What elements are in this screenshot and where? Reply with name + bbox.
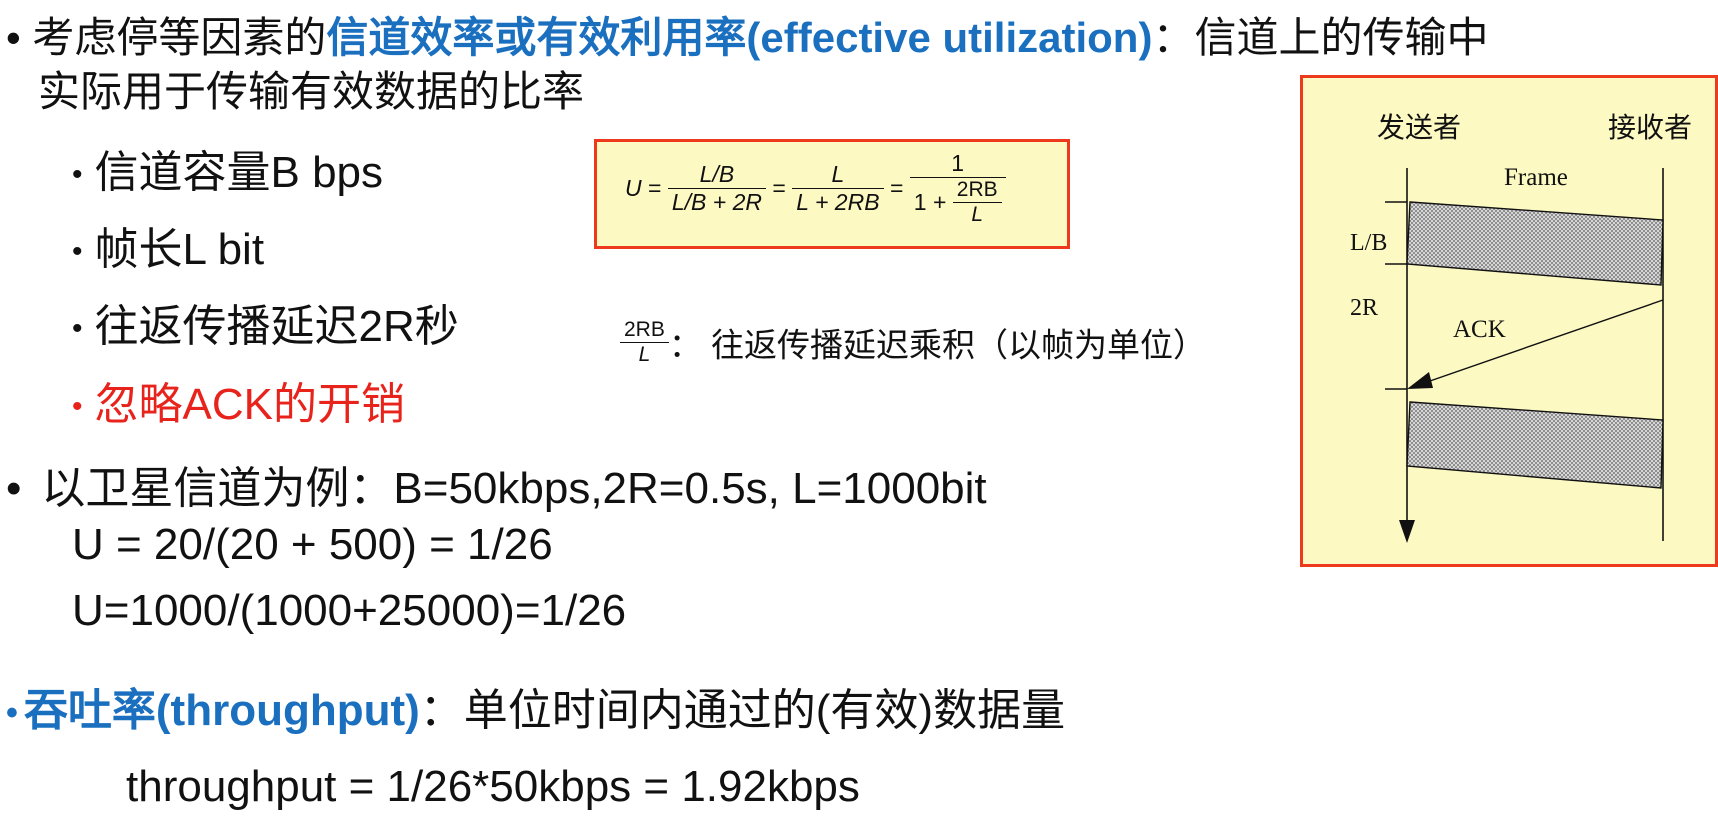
fraction-3-inner-numerator: 2RB [952,178,1002,203]
example-calc-1: U = 20/(20 + 500) = 1/26 [72,520,553,569]
note-text: ： 往返传播延迟乘积（以帧为单位） [668,326,1207,364]
example-text: 以卫星信道为例：B=50kbps,2R=0.5s, L=1000bit [41,464,987,513]
fraction-3-numerator: 1 [909,150,1006,178]
definition-continuation: 实际用于传输有效数据的比率 [38,68,585,115]
fraction-2-denominator: L + 2RB [796,189,880,215]
throughput-suffix: ：单位时间内通过的(有效)数据量 [419,686,1066,735]
frame-transmission-2 [1406,401,1664,489]
note-fraction-numerator: 2RB [620,318,669,343]
lb-label: L/B [1350,230,1388,256]
definition-prefix: 考虑停等因素的 [32,14,327,61]
time-arrow-head [1399,520,1415,543]
fraction-1: L/B L/B + 2R [667,161,766,216]
bullet: • [6,464,22,513]
param-text: 帧长L bit [94,225,265,274]
fraction-3-denominator: 1 + 2RB L [910,178,1006,227]
satellite-example: • 以卫星信道为例：B=50kbps,2R=0.5s, L=1000bit [6,452,987,516]
definition-term: 信道效率或有效利用率(effective utilization) [326,14,1153,61]
ack-arrow-head [1407,372,1433,389]
definition-suffix: ：信道上的传输中 [1152,14,1489,61]
fraction-2-numerator: L [792,161,884,189]
param-capacity: • 信道容量B bps [72,136,383,200]
bullet: • [72,390,83,424]
bullet: • [72,158,83,192]
ack-label: ACK [1453,316,1506,343]
two-r-label: 2R [1350,295,1379,321]
fraction-3: 1 1 + 2RB L [909,150,1006,227]
fraction-1-numerator: L/B [667,161,766,189]
throughput-term: 吞吐率(throughput) [23,686,420,735]
bullet: • [72,312,83,346]
timing-diagram-svg [1385,168,1664,543]
fraction-3-inner: 2RB L [952,178,1002,227]
param-text: 信道容量B bps [94,148,384,197]
utilization-formula-box: U = L/B L/B + 2R = L L + 2RB = 1 1 + 2RB… [594,139,1070,249]
param-text: 忽略ACK的开销 [94,380,405,429]
sender-label: 发送者 [1377,113,1462,144]
fraction-3-inner-denominator: L [971,203,984,226]
bandwidth-delay-note: 2RB L ： 往返传播延迟乘积（以帧为单位） [620,318,1206,367]
note-fraction-denominator: L [638,343,651,366]
param-frame-length: • 帧长L bit [72,213,264,277]
param-rtt: • 往返传播延迟2R秒 [72,290,459,354]
param-ignore-ack: • 忽略ACK的开销 [72,368,405,432]
fraction-3-den-prefix: 1 + [913,189,947,215]
bullet: • [72,235,83,269]
example-calc-2: U=1000/(1000+25000)=1/26 [72,586,627,635]
fraction-1-denominator: L/B + 2R [671,189,762,215]
ack-line [1426,299,1664,383]
param-text: 往返传播延迟2R秒 [94,302,459,351]
utilization-formula: U = L/B L/B + 2R = L L + 2RB = 1 1 + 2RB… [625,150,1006,227]
note-fraction: 2RB L [620,318,669,367]
formula-eq: = [772,175,786,201]
throughput-definition: •吞吐率(throughput)：单位时间内通过的(有效)数据量 [6,674,1065,738]
formula-u: U [625,175,642,201]
bullet: • [6,14,21,61]
fraction-2: L L + 2RB [792,161,884,216]
frame-transmission-1 [1406,201,1664,286]
formula-eq: = [889,175,904,201]
stop-and-wait-diagram: 发送者 接收者 Frame L/B 2R ACK [1300,75,1718,567]
throughput-calc: throughput = 1/26*50kbps = 1.92kbps [126,762,860,811]
definition-line: • 考虑停等因素的信道效率或有效利用率(effective utilizatio… [6,4,1488,65]
formula-eq: = [648,175,662,201]
frame-label: Frame [1504,164,1568,191]
receiver-label: 接收者 [1608,113,1693,144]
bullet: • [6,693,18,732]
